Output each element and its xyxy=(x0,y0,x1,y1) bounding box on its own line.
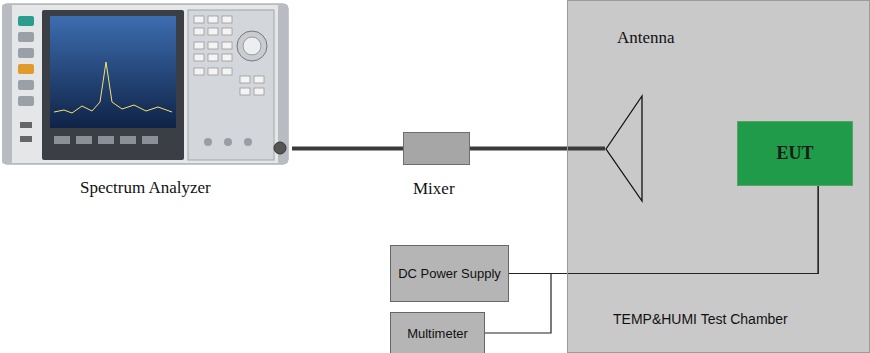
node-label: TEMP&HUMI Test Chamber xyxy=(613,311,788,327)
node-label: DC Power Supply xyxy=(398,266,501,281)
power-supply-box: DC Power Supply xyxy=(390,245,509,302)
node-label: EUT xyxy=(776,143,813,164)
node-label: Mixer xyxy=(413,179,455,199)
chamber-fill xyxy=(567,0,870,353)
rf-cable xyxy=(470,147,605,151)
node-label: Antenna xyxy=(617,28,675,48)
rf-cable xyxy=(292,147,403,151)
antenna-symbol xyxy=(605,26,705,206)
eut-box: EUT xyxy=(737,121,853,186)
mixer-box: Mixer xyxy=(403,132,470,165)
test-chamber: TEMP&HUMI Test Chamber AntennaEUT xyxy=(567,0,870,353)
node-label: Multimeter xyxy=(407,326,468,341)
node-label: Spectrum Analyzer xyxy=(80,178,211,198)
multimeter-box: Multimeter xyxy=(390,312,485,353)
spectrum-analyzer: Spectrum Analyzer xyxy=(2,2,292,202)
power-wire xyxy=(485,186,818,333)
power-wire xyxy=(509,186,818,274)
antenna: Antenna xyxy=(605,26,705,206)
analyzer-illustration xyxy=(2,2,292,170)
